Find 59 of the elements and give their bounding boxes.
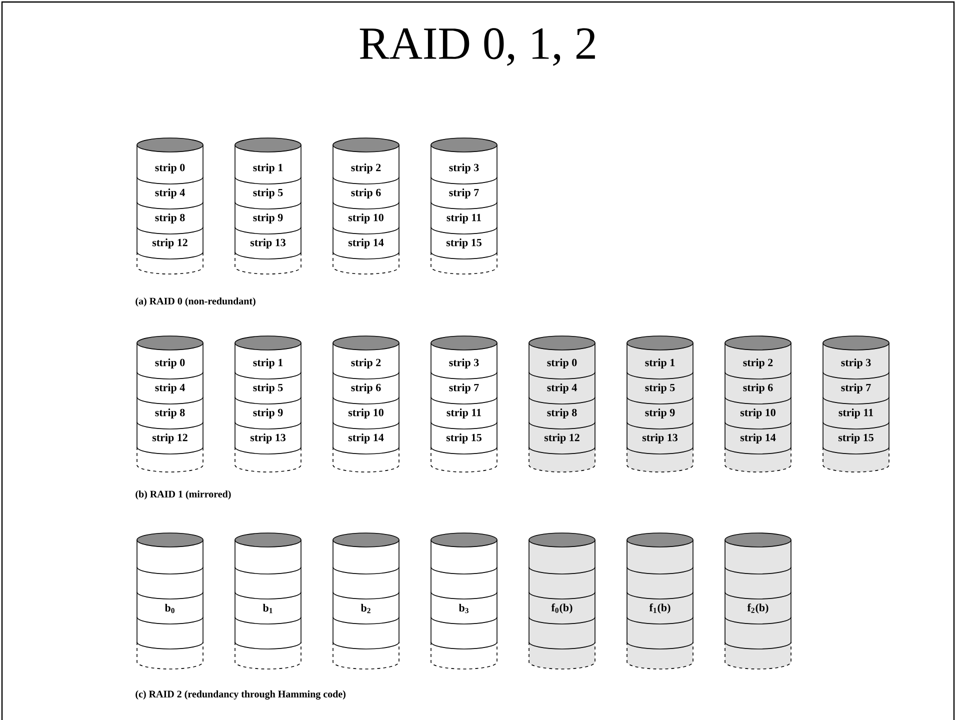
node-label: strip 15 — [446, 434, 482, 444]
disk-cylinder: strip 2 strip 6 strip 10 strip 14 — [724, 336, 792, 472]
node-label: strip 8 — [155, 408, 185, 418]
node-label: strip 14 — [348, 434, 384, 444]
caption: (b) RAID 1 (mirrored) — [136, 490, 231, 500]
disk-cylinder: strip 1 strip 5 strip 9 strip 13 — [234, 336, 302, 472]
caption: (a) RAID 0 (non-redundant) — [136, 297, 256, 307]
node-label: strip 8 — [155, 214, 185, 224]
node-label: strip 0 — [155, 358, 185, 368]
disk-cylinder: f$_{0}$(b) — [528, 532, 596, 670]
title: RAID 0, 1, 2 — [360, 28, 595, 66]
node-label: strip 11 — [446, 408, 482, 418]
disk-cylinder: strip 0 strip 4 strip 8 strip 12 — [136, 336, 204, 472]
node-label: strip 4 — [155, 384, 185, 394]
node-label: strip 13 — [250, 434, 286, 444]
node-label: b$_{2}$ — [360, 604, 370, 614]
node-label: strip 3 — [449, 358, 479, 368]
node-label: strip 9 — [253, 408, 283, 418]
node-label: strip 7 — [449, 384, 479, 394]
disk-cylinder: f$_{2}$(b) — [724, 532, 792, 670]
node-label: b$_{1}$ — [262, 604, 272, 614]
disk-cylinder: b$_{2}$ — [332, 532, 400, 670]
node-label: strip 3 — [449, 164, 479, 174]
node-label: strip 10 — [348, 408, 384, 418]
node-label: b$_{3}$ — [458, 604, 468, 614]
disk-cylinder: f$_{1}$(b) — [626, 532, 694, 670]
disk-cylinder: strip 0 strip 4 strip 8 strip 12 — [528, 336, 596, 472]
disk-cylinder: strip 1 strip 5 strip 9 strip 13 — [626, 336, 694, 472]
node-label: strip 0 — [155, 164, 185, 174]
disk-cylinder: strip 3 strip 7 strip 11 strip 15 — [822, 336, 890, 472]
node-label: strip 6 — [351, 384, 381, 394]
disk-cylinder: strip 2 strip 6 strip 10 strip 14 — [332, 138, 400, 274]
node-label: strip 10 — [348, 214, 384, 224]
node-label: strip 6 — [351, 188, 381, 198]
node-label: strip 11 — [446, 214, 482, 224]
caption: (c) RAID 2 (redundancy through Hamming code) — [136, 690, 346, 700]
node-label: strip 2 — [351, 164, 381, 174]
node-label: strip 9 — [253, 214, 283, 224]
disk-cylinder: b$_{1}$ — [234, 532, 302, 670]
node-label: strip 2 — [351, 358, 381, 368]
disk-cylinder: b$_{0}$ — [136, 532, 204, 670]
disk-cylinder: strip 0 strip 4 strip 8 strip 12 — [136, 138, 204, 274]
node-label: strip 5 — [253, 188, 283, 198]
node-label: strip 13 — [250, 238, 286, 248]
disk-cylinder: strip 3 strip 7 strip 11 strip 15 — [430, 336, 498, 472]
node-label: strip 4 — [155, 188, 185, 198]
disk-cylinder: strip 2 strip 6 strip 10 strip 14 — [332, 336, 400, 472]
node-label: strip 14 — [348, 238, 384, 248]
disk-cylinder: b$_{3}$ — [430, 532, 498, 670]
node-label: b$_{0}$ — [164, 604, 174, 614]
node-label: strip 12 — [152, 434, 188, 444]
disk-cylinder: strip 1 strip 5 strip 9 strip 13 — [234, 138, 302, 274]
node-label: strip 7 — [449, 188, 479, 198]
node-label: strip 5 — [253, 384, 283, 394]
node-label: strip 1 — [253, 358, 283, 368]
node-label: strip 1 — [253, 164, 283, 174]
node-label: strip 12 — [152, 238, 188, 248]
node-label: strip 15 — [446, 238, 482, 248]
disk-cylinder: strip 3 strip 7 strip 11 strip 15 — [430, 138, 498, 274]
